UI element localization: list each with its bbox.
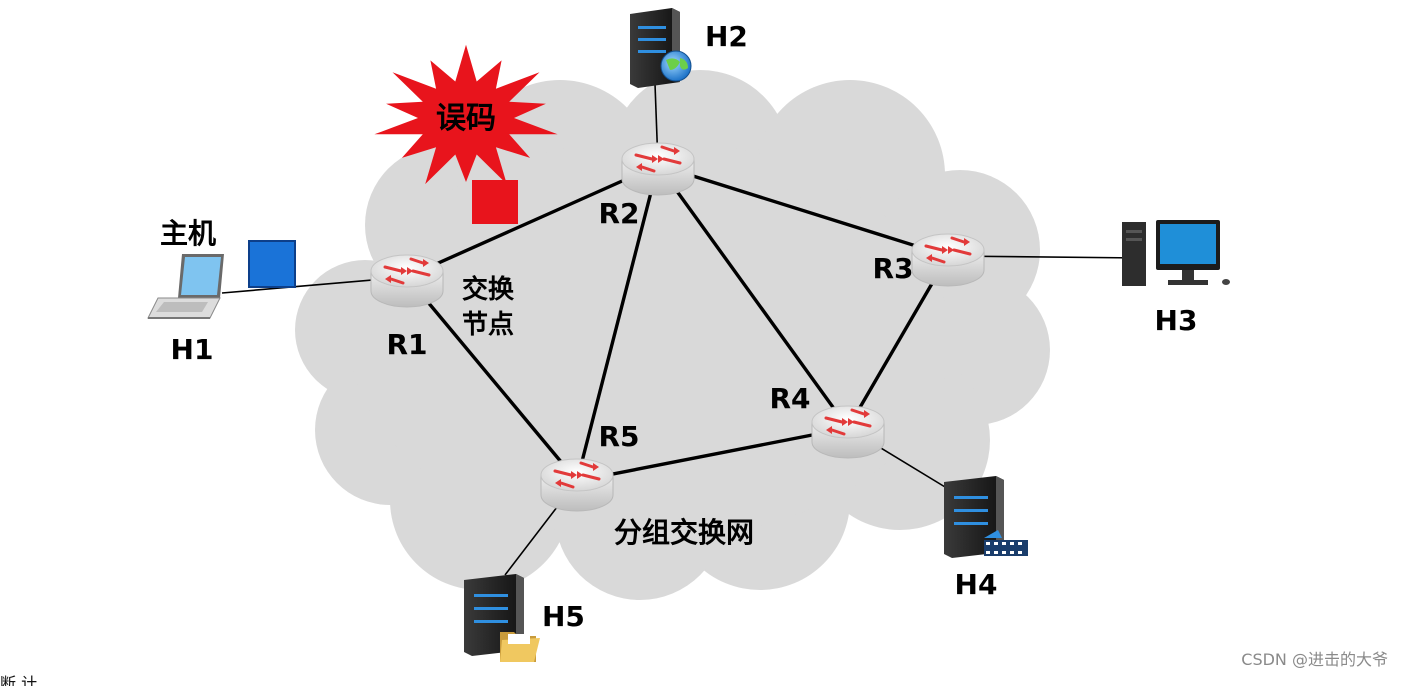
host-label-h2: H2 — [705, 20, 748, 53]
router-label-r3: R3 — [872, 252, 913, 285]
corrupted-packet — [472, 180, 518, 224]
link-r2-r3 — [657, 163, 949, 258]
node-caption-line-1: 交换 — [462, 274, 515, 305]
router-label-r1: R1 — [386, 328, 427, 361]
error-burst-shape — [374, 44, 558, 185]
host-label-h4: H4 — [955, 568, 998, 601]
router-label-r5: R5 — [598, 420, 639, 453]
host-h4-server-icon[interactable] — [944, 476, 1028, 558]
host-label-h3: H3 — [1155, 304, 1198, 337]
link-r2-r4 — [656, 164, 850, 429]
node-caption-line-2: 节点 — [462, 309, 514, 340]
folder-icon — [500, 632, 540, 662]
link-r4-r5 — [576, 426, 849, 483]
router-label-r4: R4 — [769, 382, 810, 415]
router-r2-icon[interactable] — [621, 142, 695, 196]
router-r5-icon[interactable] — [540, 458, 614, 512]
host-h1-laptop-icon[interactable] — [147, 254, 224, 319]
routers — [370, 142, 985, 512]
watermark: CSDN @进击的大爷 — [1241, 650, 1388, 669]
network-links — [221, 83, 1143, 576]
film-icon — [984, 530, 1028, 556]
host-h2-server-icon[interactable] — [630, 8, 692, 88]
network-title: 分组交换网 — [614, 516, 754, 549]
router-r1-icon[interactable] — [370, 254, 444, 308]
data-packet — [248, 240, 296, 288]
router-r3-icon[interactable] — [911, 233, 985, 287]
host-label-h1: H1 — [171, 333, 214, 366]
link-r1-r5 — [405, 275, 579, 483]
router-r4-icon[interactable] — [811, 405, 885, 459]
host-caption: 主机 — [160, 217, 216, 250]
router-label-r2: R2 — [598, 197, 639, 230]
error-burst: 误码 — [374, 44, 558, 185]
host-h5-server-icon[interactable] — [464, 574, 540, 662]
host-h3-desktop-icon[interactable] — [1122, 220, 1230, 286]
host-label-h5: H5 — [542, 600, 585, 633]
link-r1-r2 — [406, 163, 659, 279]
link-r2-r5 — [575, 164, 660, 482]
error-burst-text: 误码 — [436, 101, 496, 136]
partial-bottom-text: 断 计 — [0, 674, 38, 686]
